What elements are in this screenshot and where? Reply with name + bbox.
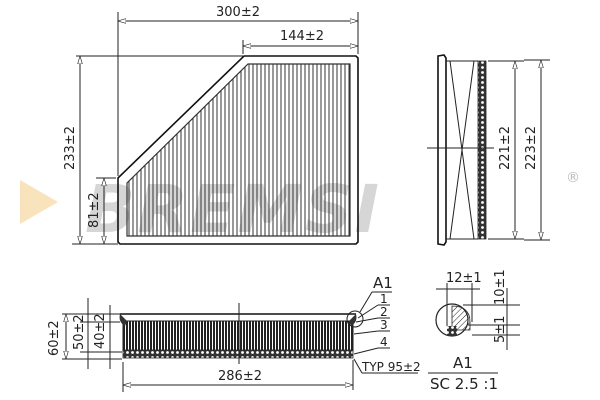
dim-pleat-height: 40±2 [93, 313, 108, 349]
dim-outer-height: 223±2 [524, 126, 539, 170]
dim-overall-width: 300±2 [216, 5, 260, 20]
dim-inner-height: 221±2 [498, 126, 513, 170]
dim-length: 286±2 [218, 369, 262, 384]
dim-detail-height-bottom: 5±1 [493, 316, 508, 343]
callout-1: 1 [380, 292, 388, 306]
detail-ref: A1 [453, 354, 473, 372]
top-view: 300±2 144±2 233±2 81±2 [63, 5, 359, 245]
dim-side-height: 81±2 [87, 192, 102, 228]
pitch-label: TYP 95±2 [361, 360, 421, 374]
front-view: 60±2 50±2 40±2 286±2 A1 1 2 3 4 TYP 95±2 [47, 274, 421, 392]
side-view: 221±2 223±2 [427, 54, 550, 246]
callout-2: 2 [380, 305, 388, 319]
detail-ref-label: A1 [373, 274, 393, 292]
dim-detail-width: 12±1 [446, 271, 482, 286]
detail-a1: 12±1 10±1 5±1 A1 SC 2.5 :1 [428, 269, 520, 393]
dim-detail-height-top: 10±1 [493, 269, 508, 305]
dim-total-height: 60±2 [47, 320, 62, 356]
dim-top-edge: 144±2 [280, 29, 324, 44]
dim-overall-height: 233±2 [63, 126, 78, 170]
logo-triangle-icon [20, 180, 58, 224]
callout-3: 3 [380, 318, 388, 332]
dim-mid-height: 50±2 [72, 314, 87, 350]
callout-4: 4 [380, 335, 388, 349]
detail-scale: SC 2.5 :1 [430, 375, 498, 393]
registered-mark: ® [566, 170, 580, 186]
